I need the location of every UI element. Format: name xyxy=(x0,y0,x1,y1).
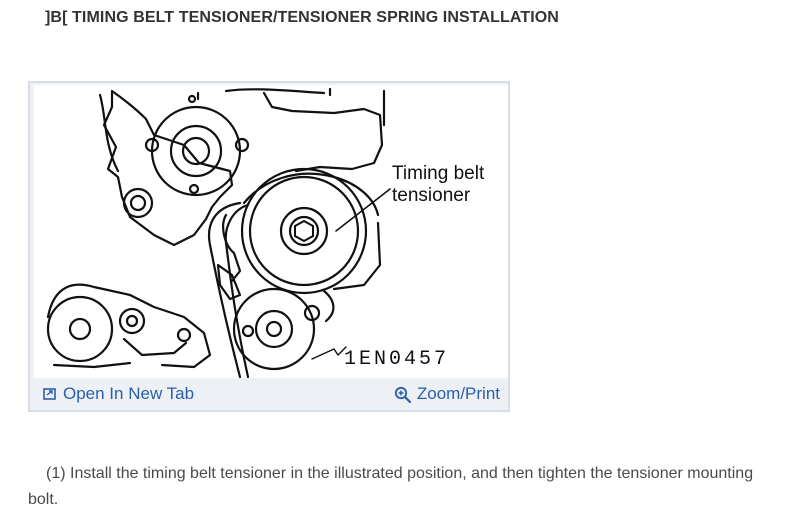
open-in-new-tab-label: Open In New Tab xyxy=(63,384,195,403)
figure-card: Timing belt tensioner 1EN0457 Open In Ne… xyxy=(28,81,510,412)
section-title: ]B[ TIMING BELT TENSIONER/TENSIONER SPRI… xyxy=(45,9,559,26)
timing-belt-tensioner-diagram[interactable]: Timing belt tensioner 1EN0457 xyxy=(34,85,508,378)
zoom-print-label: Zoom/Print xyxy=(416,384,500,403)
open-in-new-tab-link[interactable]: Open In New Tab xyxy=(43,384,194,404)
figure-code: 1EN0457 xyxy=(344,348,449,371)
open-in-new-tab-icon xyxy=(43,387,57,401)
callout-label-line1: Timing belt xyxy=(392,163,485,184)
magnifier-plus-icon xyxy=(394,386,411,403)
zoom-print-link[interactable]: Zoom/Print xyxy=(394,384,500,404)
figure-toolbar: Open In New Tab Zoom/Print xyxy=(30,378,508,410)
instruction-step-1: (1) Install the timing belt tensioner in… xyxy=(28,465,754,508)
callout-label-line2: tensioner xyxy=(392,185,471,206)
